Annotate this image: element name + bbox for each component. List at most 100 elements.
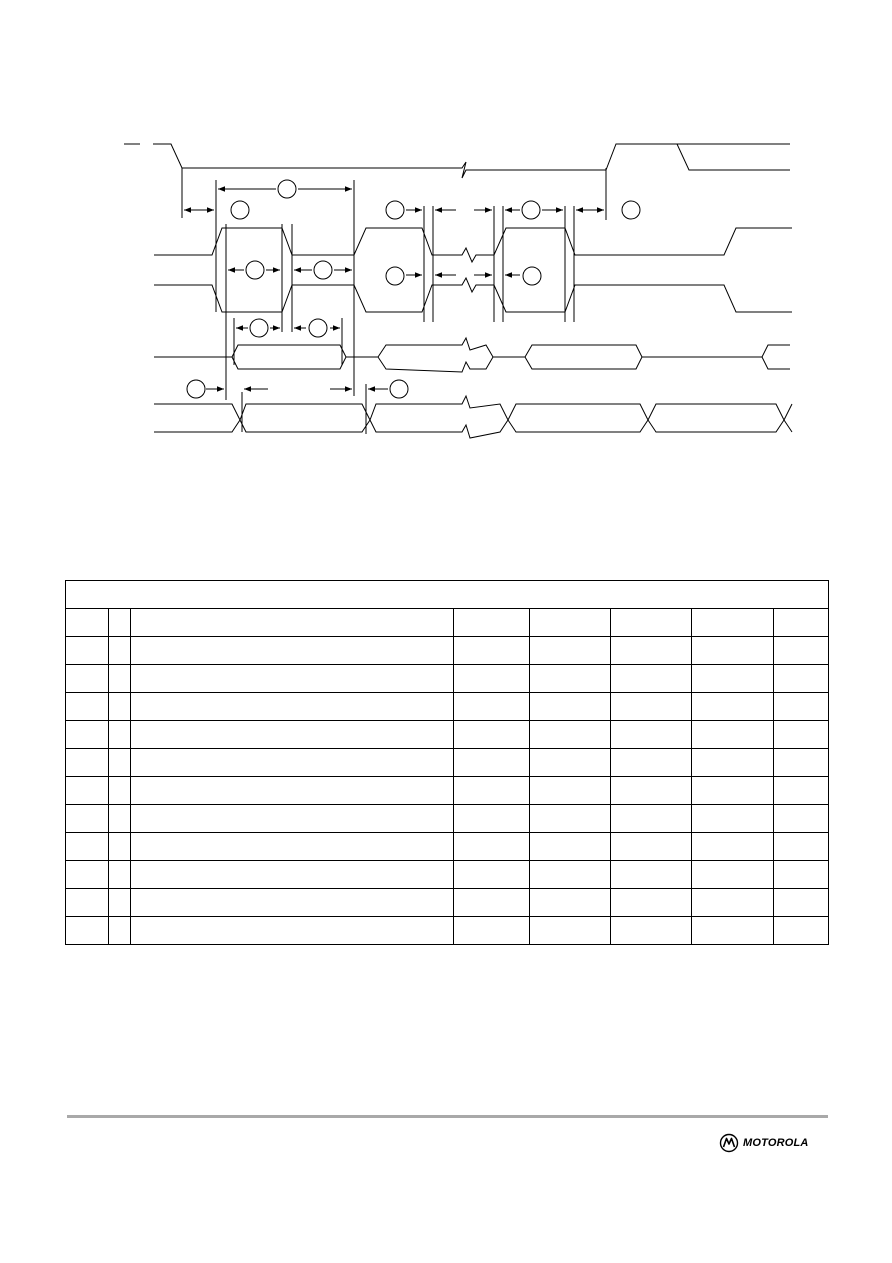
column-header	[610, 608, 692, 637]
table-cell	[65, 664, 109, 693]
table-cell	[691, 748, 774, 777]
brand-logo: MOTOROLA	[719, 1131, 809, 1155]
table-cell	[453, 832, 530, 861]
table-cell	[130, 636, 454, 665]
column-header	[108, 608, 131, 637]
table-cell	[65, 692, 109, 721]
table-cell	[65, 804, 109, 833]
table-cell	[65, 888, 109, 917]
table-cell	[65, 720, 109, 749]
table-row	[65, 804, 829, 833]
table-cell	[130, 748, 454, 777]
column-header	[691, 608, 774, 637]
table-cell	[529, 636, 611, 665]
table-caption	[65, 580, 829, 609]
table-cell	[108, 804, 131, 833]
table-cell	[453, 636, 530, 665]
column-header	[773, 608, 829, 637]
table-cell	[773, 664, 829, 693]
table-cell	[691, 888, 774, 917]
table-cell	[610, 664, 692, 693]
table-caption-row	[65, 580, 829, 609]
table-cell	[529, 832, 611, 861]
reference-marker-circle	[313, 260, 333, 280]
table-cell	[773, 832, 829, 861]
table-cell	[453, 888, 530, 917]
table-cell	[773, 804, 829, 833]
table-cell	[610, 832, 692, 861]
motorola-batwing-icon	[719, 1133, 739, 1153]
table-cell	[610, 692, 692, 721]
table-cell	[529, 776, 611, 805]
table-cell	[610, 636, 692, 665]
table-cell	[108, 692, 131, 721]
reference-marker-circle	[245, 260, 265, 280]
timing-arrows	[184, 186, 604, 392]
table-cell	[610, 860, 692, 889]
table-cell	[130, 720, 454, 749]
table-row	[65, 748, 829, 777]
table-cell	[130, 916, 454, 945]
reference-marker-circle	[385, 200, 405, 220]
table-cell	[529, 888, 611, 917]
table-cell	[773, 636, 829, 665]
table-cell	[610, 748, 692, 777]
table-cell	[691, 692, 774, 721]
table-cell	[529, 860, 611, 889]
table-cell	[691, 860, 774, 889]
table-cell	[130, 664, 454, 693]
table-cell	[529, 748, 611, 777]
table-cell	[65, 636, 109, 665]
table-cell	[773, 748, 829, 777]
table-cell	[453, 916, 530, 945]
table-cell	[108, 748, 131, 777]
table-cell	[130, 692, 454, 721]
table-cell	[773, 860, 829, 889]
footer-rule	[67, 1115, 828, 1118]
table-cell	[773, 888, 829, 917]
table-cell	[610, 776, 692, 805]
table-row	[65, 636, 829, 665]
table-cell	[529, 692, 611, 721]
table-cell	[130, 832, 454, 861]
table-row	[65, 692, 829, 721]
table-cell	[108, 720, 131, 749]
table-cell	[130, 888, 454, 917]
table-cell	[65, 860, 109, 889]
table-cell	[691, 916, 774, 945]
reference-marker-circle	[385, 266, 405, 286]
table-row	[65, 888, 829, 917]
table-cell	[65, 748, 109, 777]
table-row	[65, 776, 829, 805]
table-cell	[453, 748, 530, 777]
table-cell	[691, 636, 774, 665]
table-cell	[130, 776, 454, 805]
reference-markers	[186, 179, 641, 399]
table-cell	[453, 692, 530, 721]
reference-marker-circle	[308, 318, 328, 338]
table-cell	[610, 916, 692, 945]
column-header	[529, 608, 611, 637]
table-cell	[773, 720, 829, 749]
reference-lines	[181, 168, 607, 434]
table-cell	[65, 916, 109, 945]
table-cell	[529, 664, 611, 693]
table-cell	[453, 664, 530, 693]
timing-diagram	[124, 143, 793, 439]
signal-differential	[154, 227, 792, 313]
reference-marker-circle	[521, 200, 541, 220]
table-cell	[108, 664, 131, 693]
reference-marker-circle	[522, 266, 542, 286]
brand-name: MOTOROLA	[743, 1137, 809, 1149]
reference-marker-circle	[186, 379, 206, 399]
signal-strobe	[124, 143, 790, 179]
table-cell	[773, 916, 829, 945]
table-cell	[529, 916, 611, 945]
table-cell	[108, 776, 131, 805]
timing-spec-table	[65, 580, 829, 945]
table-cell	[529, 720, 611, 749]
table-cell	[691, 832, 774, 861]
table-cell	[610, 720, 692, 749]
column-header	[130, 608, 454, 637]
table-header-row	[65, 608, 829, 637]
